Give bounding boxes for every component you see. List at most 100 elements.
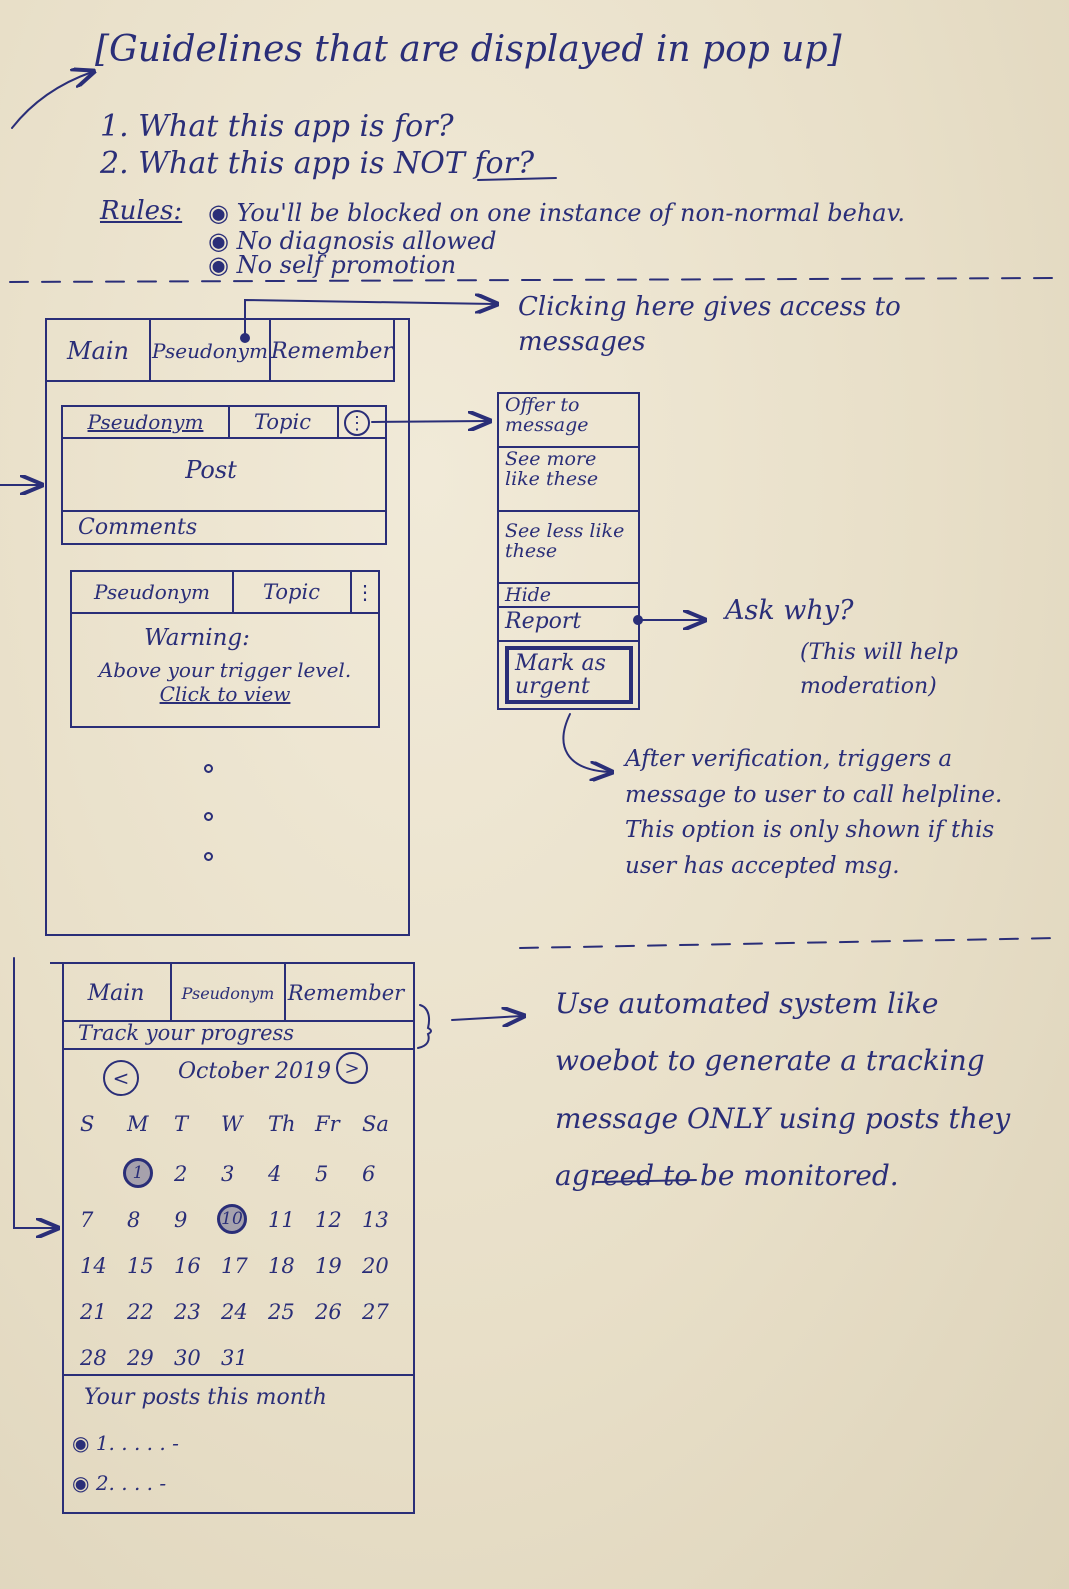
guideline-arrow bbox=[11, 72, 92, 129]
rule-2-text: No diagnosis allowed bbox=[236, 227, 497, 255]
menu-see-more[interactable]: See more like these bbox=[499, 448, 638, 512]
calendar-day[interactable]: 30 bbox=[174, 1346, 201, 1370]
calendar-day[interactable]: 12 bbox=[315, 1208, 342, 1232]
separator-mid bbox=[519, 937, 1061, 949]
post-1-pseudonym[interactable]: Pseudonym bbox=[87, 410, 204, 434]
pseudonym-annotation-text: Clicking here gives access to messages bbox=[518, 292, 901, 358]
weekday-header: S bbox=[80, 1112, 95, 1136]
calendar-day[interactable]: 27 bbox=[362, 1300, 389, 1324]
calendar-day[interactable]: 18 bbox=[268, 1254, 295, 1278]
guideline-item-1: 1. What this app is for? bbox=[100, 109, 454, 144]
calendar-day[interactable]: 14 bbox=[80, 1254, 107, 1278]
calendar-day[interactable]: 11 bbox=[268, 1208, 295, 1232]
tracking-arrow bbox=[451, 1016, 522, 1020]
calendar-day[interactable]: 5 bbox=[315, 1162, 329, 1186]
tab-main[interactable]: Main bbox=[66, 337, 129, 365]
urgent-arrow bbox=[562, 713, 610, 772]
post-entry-2[interactable]: ◉ 2. . . . - bbox=[72, 1472, 166, 1494]
calendar-day[interactable]: 17 bbox=[221, 1254, 248, 1278]
calendar-day[interactable]: 8 bbox=[127, 1208, 141, 1232]
next-month-button[interactable]: > bbox=[336, 1052, 368, 1084]
weekday-header: W bbox=[221, 1112, 243, 1136]
weekday-header: T bbox=[174, 1112, 189, 1136]
calendar-day[interactable]: 7 bbox=[80, 1208, 94, 1232]
tab-pseudonym[interactable]: Pseudonym bbox=[152, 339, 268, 363]
guidelines-heading: [Guidelines that are displayed in pop up… bbox=[95, 29, 842, 70]
calendar-day[interactable]: 16 bbox=[174, 1254, 201, 1278]
track-progress-title: Track your progress bbox=[78, 1021, 295, 1045]
tracking-annotation: Use automated system like woebot to gene… bbox=[555, 975, 1025, 1205]
report-annotation-note-text: (This will help moderation) bbox=[800, 640, 958, 700]
post-card-1 bbox=[61, 405, 387, 545]
rule-1-text: You'll be blocked on one instance of non… bbox=[236, 199, 905, 227]
menu-mark-urgent[interactable]: Mark as urgent bbox=[505, 646, 633, 704]
kebab-icon: ⋮ bbox=[348, 412, 366, 434]
calendar-day[interactable]: 23 bbox=[174, 1300, 201, 1324]
menu-report[interactable]: Report bbox=[499, 608, 638, 642]
bullet-icon: ◉ bbox=[208, 251, 237, 279]
cal-tab-main[interactable]: Main bbox=[87, 980, 145, 1006]
calendar-day[interactable]: 13 bbox=[362, 1208, 389, 1232]
calendar-day[interactable]: 10 bbox=[217, 1204, 247, 1234]
calendar-day[interactable]: 4 bbox=[268, 1162, 282, 1186]
calendar-day[interactable]: 31 bbox=[221, 1346, 248, 1370]
chevron-right-icon: > bbox=[344, 1057, 360, 1079]
calendar-day[interactable]: 1 bbox=[123, 1158, 153, 1188]
cal-tab-remember[interactable]: Remember bbox=[287, 981, 405, 1005]
calendar-day[interactable]: 25 bbox=[268, 1300, 295, 1324]
post-card-2 bbox=[70, 570, 380, 728]
menu-hide[interactable]: Hide bbox=[499, 584, 638, 608]
post-2-menu-icon[interactable]: ⋮ bbox=[355, 580, 375, 604]
pseudonym-annotation: Clicking here gives access to messages bbox=[518, 290, 958, 360]
rule-1: ◉ You'll be blocked on one instance of n… bbox=[208, 200, 905, 226]
calendar-day[interactable]: 19 bbox=[315, 1254, 342, 1278]
urgent-annotation-text: After verification, triggers a message t… bbox=[625, 746, 1003, 879]
weekday-header: Th bbox=[268, 1112, 296, 1136]
calendar-day[interactable]: 21 bbox=[80, 1300, 107, 1324]
cal-tab-pseudonym[interactable]: Pseudonym bbox=[181, 983, 275, 1003]
weekday-header: Sa bbox=[362, 1112, 389, 1136]
menu-offer-to-message[interactable]: Offer to message bbox=[499, 394, 638, 448]
tab-remember[interactable]: Remember bbox=[271, 338, 393, 364]
rules-label: Rules: bbox=[100, 196, 183, 226]
calendar-day[interactable]: 6 bbox=[362, 1162, 376, 1186]
post-1-menu-icon[interactable]: ⋮ bbox=[344, 410, 370, 436]
calendar-day[interactable]: 22 bbox=[127, 1300, 154, 1324]
calendar-day[interactable]: 3 bbox=[221, 1162, 235, 1186]
calendar-day[interactable]: 15 bbox=[127, 1254, 154, 1278]
calendar-day[interactable]: 2 bbox=[174, 1162, 188, 1186]
menu-see-less[interactable]: See less like these bbox=[499, 512, 638, 584]
radio-icon: ◉ bbox=[72, 1471, 96, 1495]
calendar-day[interactable]: 28 bbox=[80, 1346, 107, 1370]
posts-this-month-label: Your posts this month bbox=[84, 1385, 327, 1410]
bullet-icon: ◉ bbox=[208, 199, 237, 227]
click-to-view-link[interactable]: Click to view bbox=[159, 682, 291, 706]
urgent-annotation: After verification, triggers a message t… bbox=[625, 742, 1045, 885]
calendar-day[interactable]: 26 bbox=[315, 1300, 342, 1324]
report-annotation-note: (This will help moderation) bbox=[800, 636, 1030, 704]
calendar-day[interactable]: 9 bbox=[174, 1208, 188, 1232]
rule-2: ◉ No diagnosis allowed bbox=[208, 228, 496, 254]
calendar-entry-arrow bbox=[13, 957, 56, 1228]
post-2-warning-body: Above your trigger level. Click to view bbox=[72, 654, 378, 710]
calendar-day[interactable]: 29 bbox=[127, 1346, 154, 1370]
separator-top bbox=[9, 277, 1061, 283]
prev-month-button[interactable]: < bbox=[103, 1060, 139, 1096]
post-2-pseudonym[interactable]: Pseudonym bbox=[94, 580, 210, 604]
rule-3-text: No self promotion bbox=[236, 251, 457, 279]
more-dot bbox=[204, 812, 213, 821]
post-2-warning-title: Warning: bbox=[144, 625, 250, 651]
calendar-day[interactable]: 20 bbox=[362, 1254, 389, 1278]
guideline-item-2-text: 2. What this app is NOT for? bbox=[100, 146, 535, 181]
calendar-day[interactable]: 24 bbox=[221, 1300, 248, 1324]
post-1-topic: Topic bbox=[254, 410, 311, 434]
post-1-comments[interactable]: Comments bbox=[78, 515, 198, 540]
weekday-header: M bbox=[127, 1112, 149, 1136]
guideline-item-2: 2. What this app is NOT for? bbox=[100, 147, 534, 180]
post-entry-1[interactable]: ◉ 1. . . . . - bbox=[72, 1432, 179, 1454]
month-label: October 2019 bbox=[178, 1059, 332, 1084]
post-entry-1-text: 1. . . . . - bbox=[95, 1431, 179, 1455]
bullet-icon: ◉ bbox=[208, 227, 237, 255]
feed-tab-bar bbox=[45, 318, 395, 382]
report-annotation-title: Ask why? bbox=[725, 595, 854, 626]
